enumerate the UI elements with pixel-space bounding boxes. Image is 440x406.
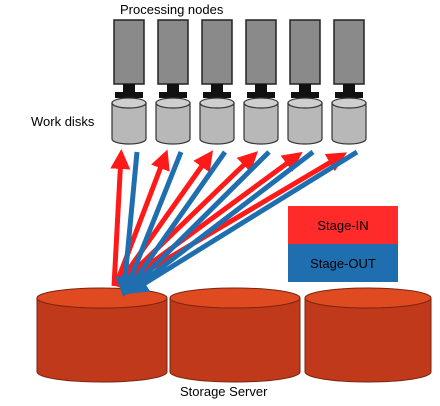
stage-out-arrow (128, 149, 359, 294)
storage-3 (304, 287, 432, 383)
node-body (157, 19, 189, 85)
stage-in-arrow (110, 149, 131, 287)
work-disk (111, 97, 147, 145)
work-disk (199, 97, 235, 145)
node-base (291, 92, 319, 98)
node-stand (211, 84, 223, 93)
stage-in-arrow (118, 151, 303, 289)
storage-1 (36, 287, 168, 383)
stage-out-arrow (115, 151, 140, 297)
node-body (333, 19, 365, 85)
node-body (201, 19, 233, 85)
stage-out-arrow (126, 150, 315, 295)
stage-in-arrow (116, 151, 259, 288)
legend-stage-out: Stage-OUT (288, 244, 398, 282)
node-6 (331, 19, 367, 145)
node-2 (155, 19, 191, 145)
node-base (335, 92, 363, 98)
stage-out-arrow (125, 150, 271, 295)
node-body (245, 19, 277, 85)
work-disk (155, 97, 191, 145)
node-5 (287, 19, 323, 145)
node-base (115, 92, 143, 98)
node-base (247, 92, 275, 98)
node-stand (255, 84, 267, 93)
node-4 (243, 19, 279, 145)
work-disk (287, 97, 323, 145)
node-1 (111, 19, 147, 145)
stage-out-arrow (121, 151, 184, 297)
processing-nodes-label: Processing nodes (120, 2, 224, 17)
node-stand (343, 84, 355, 93)
work-disk (243, 97, 279, 145)
storage-server-group (36, 287, 432, 383)
stage-in-arrow (114, 150, 214, 288)
node-body (113, 19, 145, 85)
storage-2 (169, 287, 301, 383)
processing-nodes-group (111, 19, 367, 145)
node-stand (123, 84, 135, 93)
node-stand (167, 84, 179, 93)
storage-server-label: Storage Server (180, 384, 268, 399)
node-base (203, 92, 231, 98)
stage-out-arrow (123, 150, 228, 296)
node-body (289, 19, 321, 85)
node-base (159, 92, 187, 98)
legend-stage-in: Stage-IN (288, 206, 398, 244)
node-3 (199, 19, 235, 145)
transfer-arrows-group (110, 149, 359, 297)
stage-in-arrow (113, 149, 170, 287)
node-stand (299, 84, 311, 93)
work-disk (331, 97, 367, 145)
work-disks-label: Work disks (31, 114, 95, 129)
